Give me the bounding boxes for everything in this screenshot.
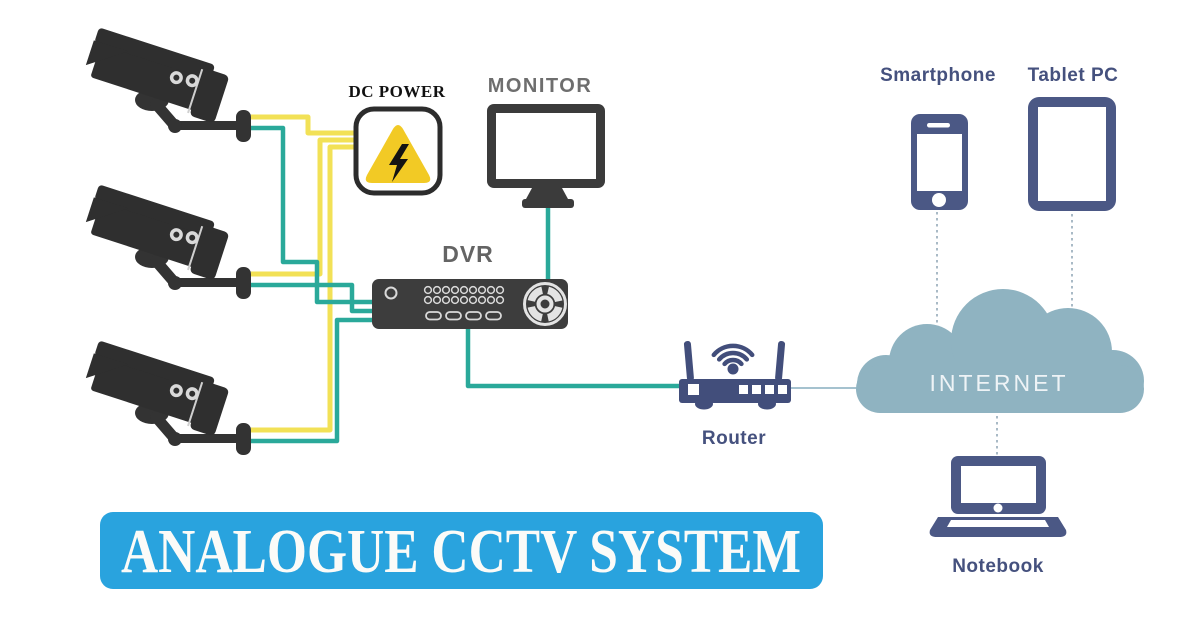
notebook-icon bbox=[929, 456, 1067, 537]
power-wire-camera-2 bbox=[251, 137, 360, 277]
wifi-icon bbox=[711, 343, 755, 375]
tablet-label: Tablet PC bbox=[1028, 65, 1119, 86]
dvr-buttons bbox=[423, 285, 505, 305]
router: Router bbox=[679, 341, 791, 449]
dvr: DVR bbox=[372, 241, 568, 329]
dvr-pill-buttons bbox=[425, 311, 502, 321]
dvr-label: DVR bbox=[442, 241, 494, 267]
dvr-power-led bbox=[384, 286, 398, 300]
cctv-camera-1 bbox=[81, 27, 251, 142]
internet-cloud: INTERNET bbox=[856, 289, 1144, 413]
notebook: Notebook bbox=[929, 456, 1067, 577]
video-wire-camera-2 bbox=[251, 282, 378, 314]
monitor: MONITOR bbox=[487, 75, 605, 208]
router-ports bbox=[688, 384, 787, 395]
notebook-label: Notebook bbox=[952, 556, 1044, 577]
tablet: Tablet PC bbox=[1028, 65, 1119, 211]
smartphone-icon bbox=[911, 114, 968, 210]
tablet-icon bbox=[1028, 97, 1116, 211]
dc-power-box: DC POWER bbox=[348, 82, 445, 196]
cctv-camera-3 bbox=[81, 340, 251, 455]
video-wire-camera-3 bbox=[251, 317, 378, 444]
router-label: Router bbox=[702, 428, 766, 449]
lightning-bolt-icon bbox=[389, 144, 409, 182]
monitor-icon bbox=[487, 104, 605, 208]
smartphone: Smartphone bbox=[880, 65, 996, 210]
smartphone-label: Smartphone bbox=[880, 65, 996, 86]
monitor-label: MONITOR bbox=[488, 75, 593, 97]
video-wire-camera-1 bbox=[251, 125, 378, 305]
power-wires bbox=[251, 114, 360, 433]
video-wires bbox=[251, 125, 681, 444]
wifi-router-icon bbox=[679, 341, 791, 410]
cloud-icon bbox=[856, 289, 1144, 413]
video-wire-dvr-router bbox=[465, 328, 681, 389]
title-banner: ANALOGUE CCTV SYSTEM bbox=[100, 512, 823, 589]
internet-label: INTERNET bbox=[930, 370, 1069, 396]
power-wire-camera-1 bbox=[251, 114, 360, 136]
dvr-recorder-icon bbox=[372, 279, 568, 329]
dc-power-label: DC POWER bbox=[348, 82, 445, 101]
banner-title: ANALOGUE CCTV SYSTEM bbox=[121, 518, 801, 586]
power-wire-camera-3 bbox=[251, 144, 360, 433]
cctv-camera-2 bbox=[81, 184, 251, 299]
banner-background bbox=[100, 512, 823, 589]
dvr-jog-dial bbox=[523, 282, 567, 326]
